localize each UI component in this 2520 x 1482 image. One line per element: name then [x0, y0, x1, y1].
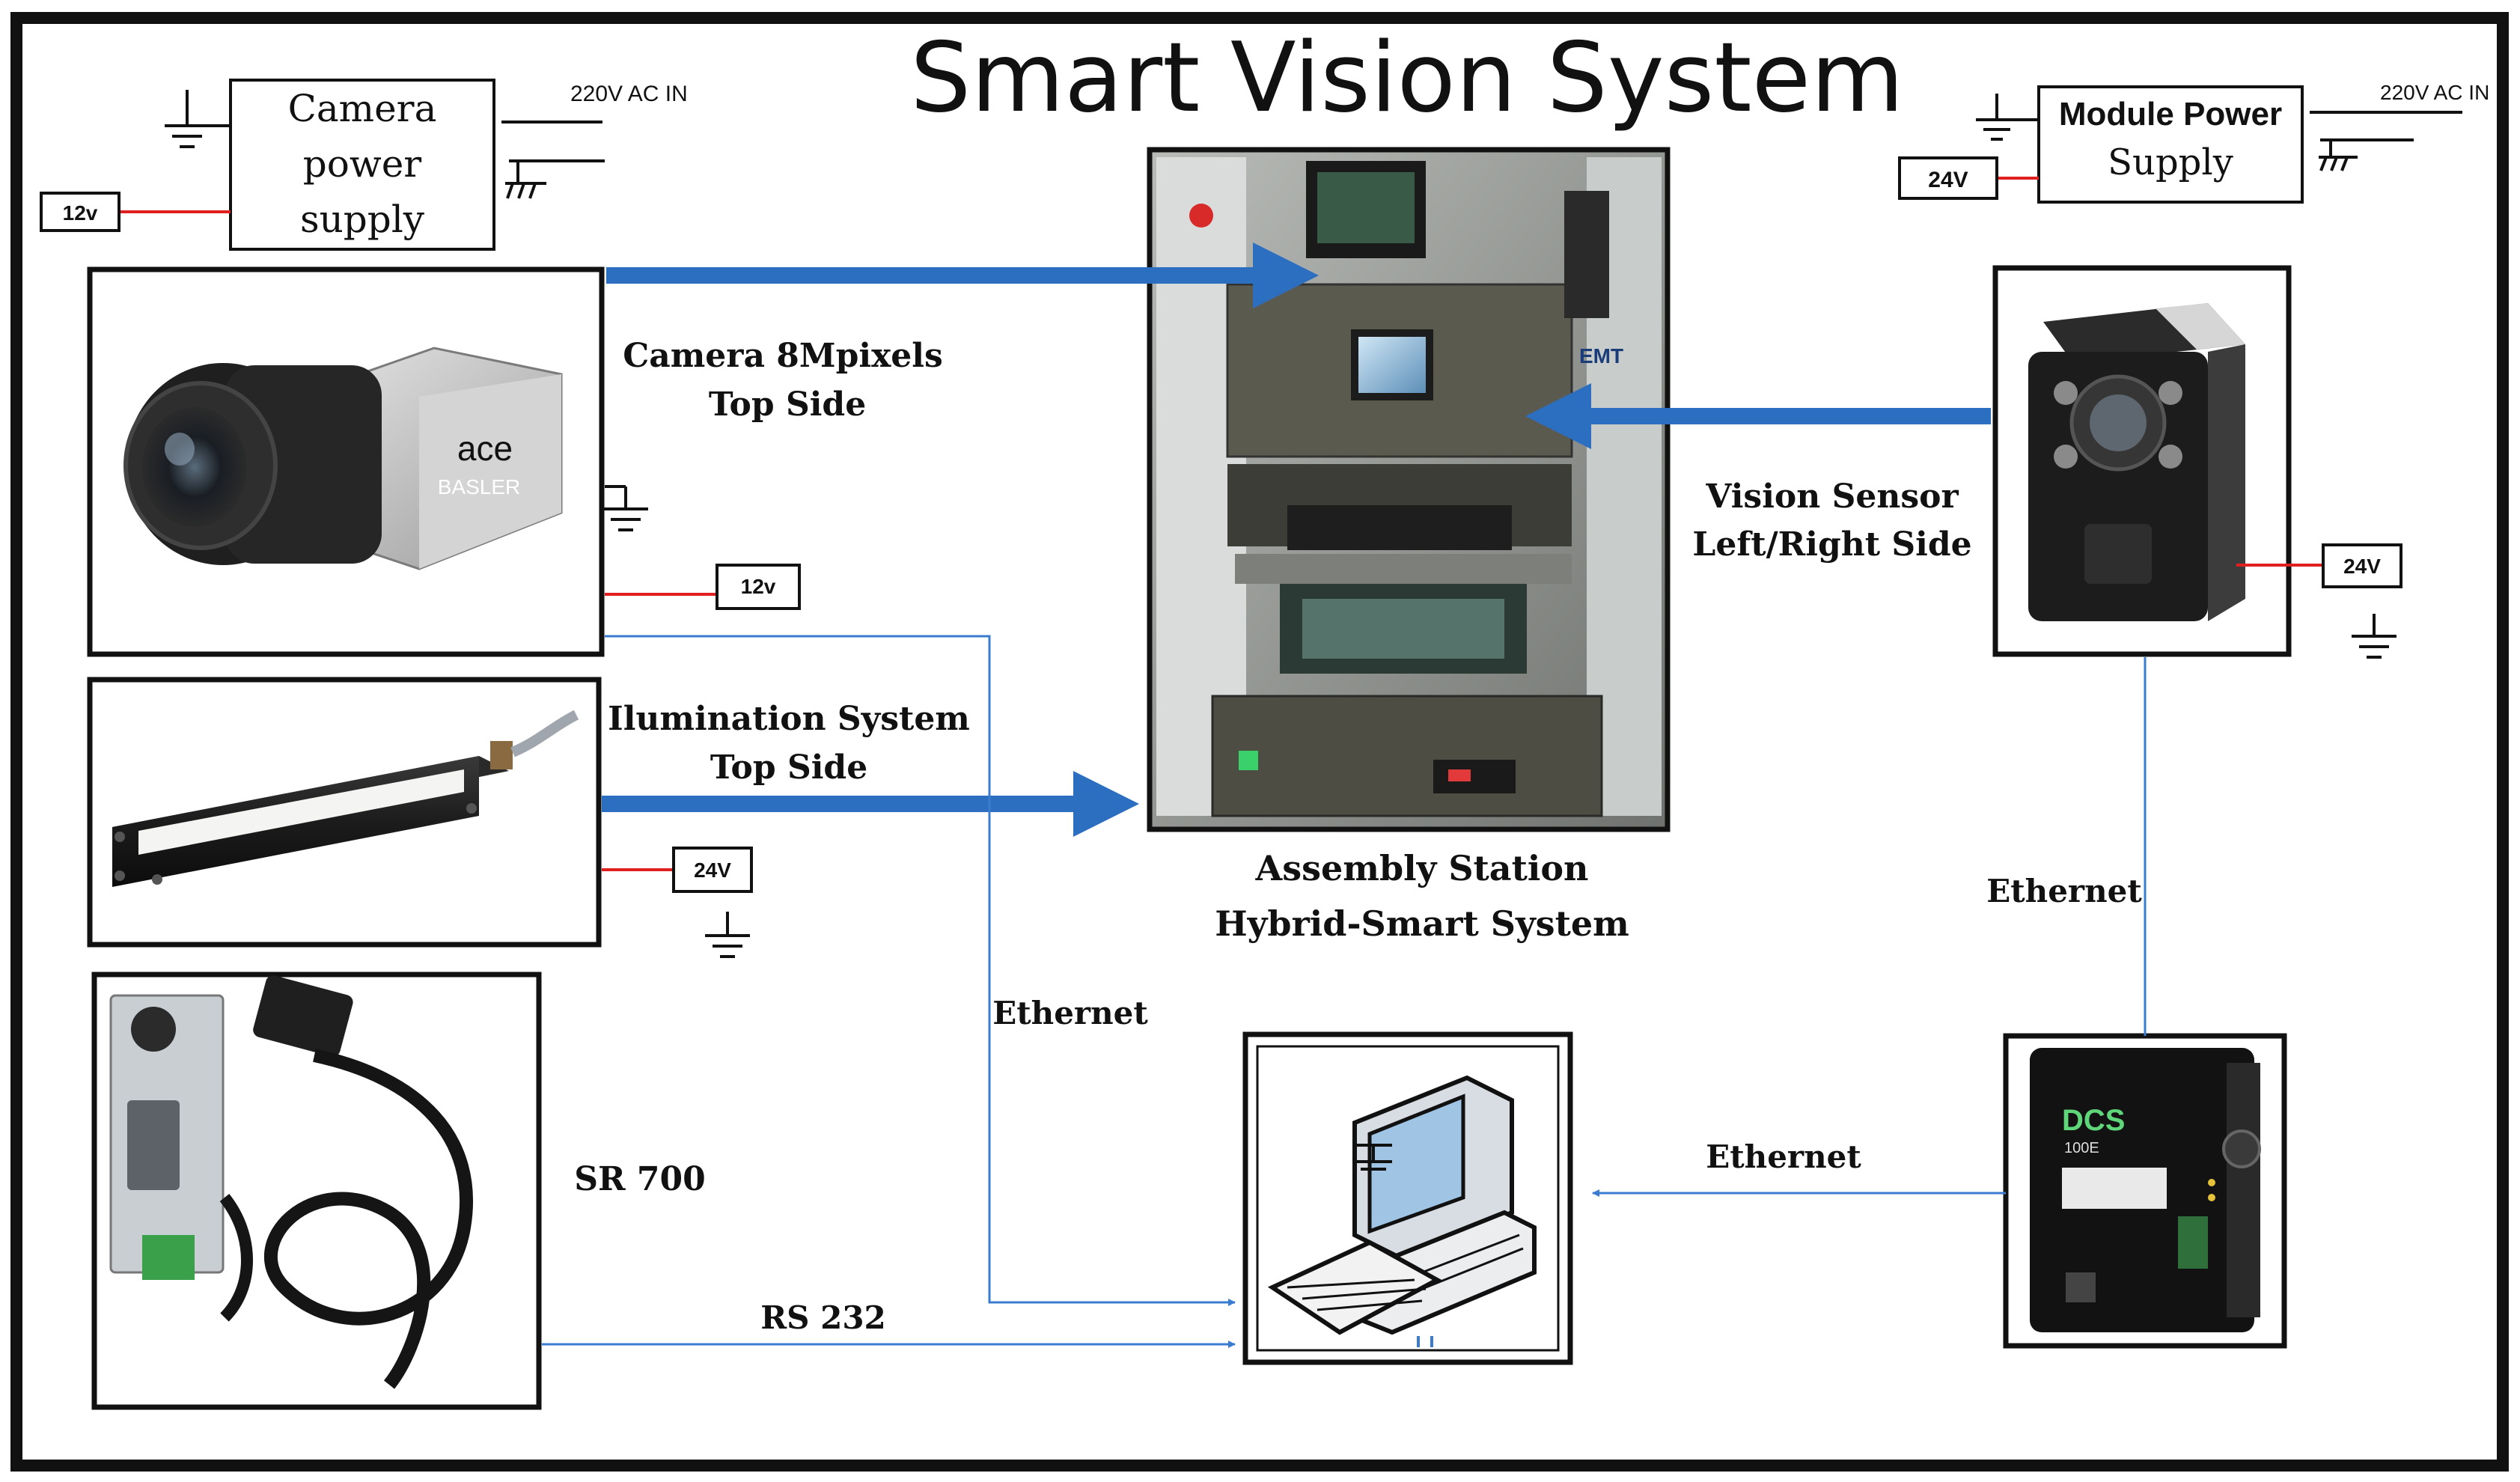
- camera-label-line-1: Camera 8Mpixels: [623, 337, 943, 375]
- ground-icon: [2352, 614, 2397, 659]
- diagram-title: Smart Vision System: [910, 22, 1904, 134]
- barcode-reader-picture: [109, 975, 474, 1389]
- ground-icon: [165, 90, 231, 148]
- assembly-station-label-line-2: Hybrid-Smart System: [1215, 903, 1629, 944]
- ethernet-center-label: Ethernet: [992, 995, 1148, 1031]
- basler-camera-picture: ace BASLER: [123, 347, 563, 570]
- camera-power-supply: Camera power supply 220V AC IN 12v: [40, 79, 688, 251]
- camera-power-supply-line-1: Camera: [288, 87, 437, 130]
- connections: Ethernet Ethernet Ethernet RS 232: [542, 243, 2147, 1348]
- camera-power-supply-line-3: supply: [300, 198, 425, 241]
- station-brand: EMT: [1579, 344, 1623, 368]
- vision-sensor-voltage: 24V: [2343, 555, 2381, 578]
- illumination-label-line-2: Top Side: [710, 748, 867, 787]
- module-power-supply-box: [2037, 85, 2304, 204]
- camera-brand-bottom: BASLER: [438, 475, 521, 498]
- assembly-station-label-line-1: Assembly Station: [1255, 848, 1589, 888]
- vision-sensor-label-line-1: Vision Sensor: [1705, 478, 1959, 516]
- controller-brand: DCS: [2062, 1104, 2125, 1137]
- camera-voltage: 12v: [741, 575, 776, 598]
- vision-sensor-unit: Vision Sensor Left/Right Side 24V: [1692, 265, 2402, 659]
- ground-icon: [705, 912, 750, 958]
- computer-unit: [1242, 1031, 1573, 1365]
- chassis-ground-icon: [2319, 138, 2414, 171]
- computer-icon: [1267, 1075, 1537, 1335]
- ground-icon: [1355, 1144, 1392, 1171]
- camera-unit: ace BASLER Camera 8Mpixels Top Side 12v: [87, 266, 943, 657]
- module-psu-voltage-badge: [1898, 156, 1998, 200]
- illumination-voltage: 24V: [694, 859, 731, 882]
- light-bar-picture: [112, 710, 579, 887]
- camera-voltage-badge: [716, 564, 801, 610]
- module-power-supply-line-2: Supply: [2108, 141, 2233, 183]
- module-psu-voltage: 24V: [1928, 168, 1968, 192]
- camera-power-supply-line-2: power: [303, 142, 421, 186]
- camera-ethernet-line: [605, 635, 1236, 1306]
- module-ac-in-label: 220V AC IN: [2380, 81, 2489, 104]
- ground-icon: [1976, 94, 2039, 141]
- illumination-label-line-1: Ilumination System: [608, 700, 970, 738]
- dcs-controller-picture: DCS 100E: [2030, 1048, 2261, 1332]
- camera-power-supply-box: [229, 79, 495, 251]
- lighting-controller-unit: DCS 100E: [2003, 1033, 2287, 1349]
- camera-brand-top: ace: [457, 429, 513, 468]
- chassis-ground-icon: [505, 159, 605, 199]
- ground-icon: [603, 485, 648, 531]
- rs232-label: RS 232: [760, 1299, 886, 1336]
- camera-psu-voltage-badge: [40, 192, 120, 232]
- camera-psu-voltage: 12v: [63, 201, 98, 225]
- vision-sensor-label-line-2: Left/Right Side: [1692, 525, 1971, 564]
- camera-ac-in-label: 220V AC IN: [570, 82, 688, 106]
- vision-sensor-voltage-badge: [2322, 543, 2402, 588]
- module-power-supply: Module Power Supply 220V AC IN 24V: [1898, 81, 2489, 204]
- ethernet-right-label: Ethernet: [1986, 873, 2142, 909]
- sr700-label: SR 700: [574, 1160, 706, 1198]
- camera-label-line-2: Top Side: [709, 385, 866, 424]
- vision-sensor-picture: [2028, 303, 2245, 621]
- ethernet-controller-label: Ethernet: [1706, 1138, 1861, 1175]
- illumination-voltage-badge: [672, 847, 753, 893]
- module-power-supply-line-1: Module Power: [2059, 96, 2282, 132]
- assembly-station-picture: EMT: [1156, 157, 1662, 817]
- illumination-unit: Ilumination System Top Side 24V: [87, 677, 970, 958]
- assembly-station-unit: EMT Assembly Station Hybrid-Smart System: [1147, 147, 1671, 944]
- sr700-unit: SR 700: [91, 972, 706, 1410]
- controller-model: 100E: [2064, 1140, 2099, 1156]
